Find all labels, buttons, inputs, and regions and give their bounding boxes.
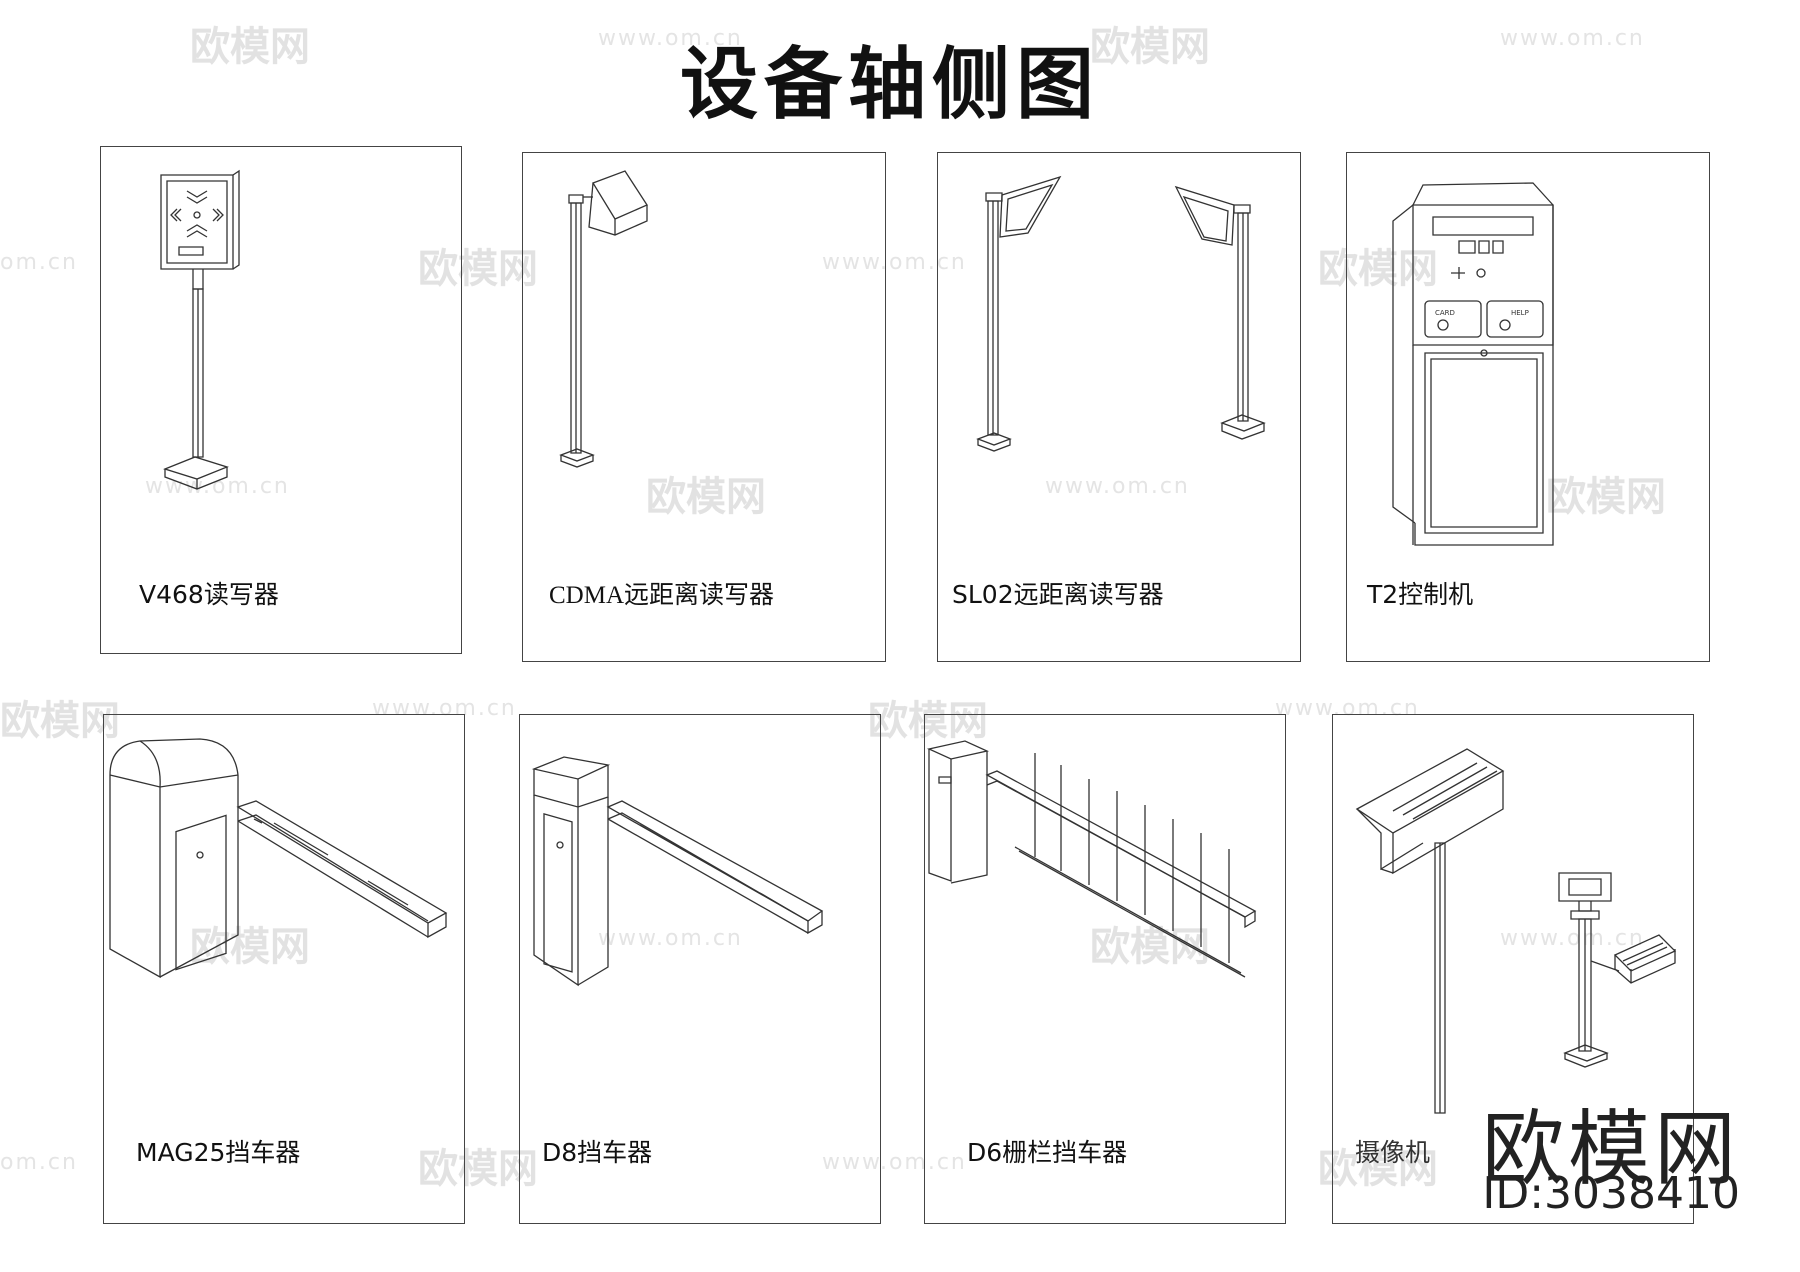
panel-label-d6: D6栅栏挡车器: [967, 1138, 1128, 1167]
watermark-site-short: om.cn: [0, 250, 78, 275]
panel-sl02: SL02远距离读写器: [937, 152, 1301, 662]
brand-id: ID:3038410: [1482, 1168, 1740, 1219]
panel-d6: D6栅栏挡车器: [924, 714, 1286, 1224]
panel-v468: V468读写器: [100, 146, 462, 654]
sl02-reader-drawing: [938, 153, 1302, 663]
panel-label-t2: T2控制机: [1367, 580, 1474, 609]
watermark-brand: 欧模网: [0, 698, 120, 744]
panel-cdma: CDMA远距离读写器: [522, 152, 886, 662]
page-title: 设备轴侧图: [679, 40, 1100, 130]
camera-drawing: [1333, 715, 1695, 1225]
d6-barrier-drawing: [925, 715, 1287, 1225]
watermark-site-short: om.cn: [0, 1150, 78, 1175]
t2-card-label: CARD: [1435, 309, 1455, 317]
d8-barrier-drawing: [520, 715, 882, 1225]
panel-label-camera: 摄像机: [1355, 1138, 1431, 1167]
mag25-barrier-drawing: [104, 715, 466, 1225]
panel-label-v468: V468读写器: [139, 580, 279, 609]
t2-help-label: HELP: [1511, 309, 1529, 317]
panel-label-cdma: CDMA远距离读写器: [549, 582, 775, 609]
panel-label-sl02: SL02远距离读写器: [952, 580, 1164, 609]
panel-d8: D8挡车器: [519, 714, 881, 1224]
panel-label-d8: D8挡车器: [542, 1138, 653, 1167]
cdma-reader-drawing: [523, 153, 887, 663]
panel-label-mag25: MAG25挡车器: [136, 1138, 301, 1167]
panel-camera: 摄像机: [1332, 714, 1694, 1224]
t2-controller-drawing: CARD HELP: [1347, 153, 1711, 663]
panel-mag25: MAG25挡车器: [103, 714, 465, 1224]
panel-t2: CARD HELP T2控制机: [1346, 152, 1710, 662]
v468-reader-drawing: [101, 147, 463, 655]
brand-logo-text: 欧模网: [1481, 1102, 1740, 1197]
